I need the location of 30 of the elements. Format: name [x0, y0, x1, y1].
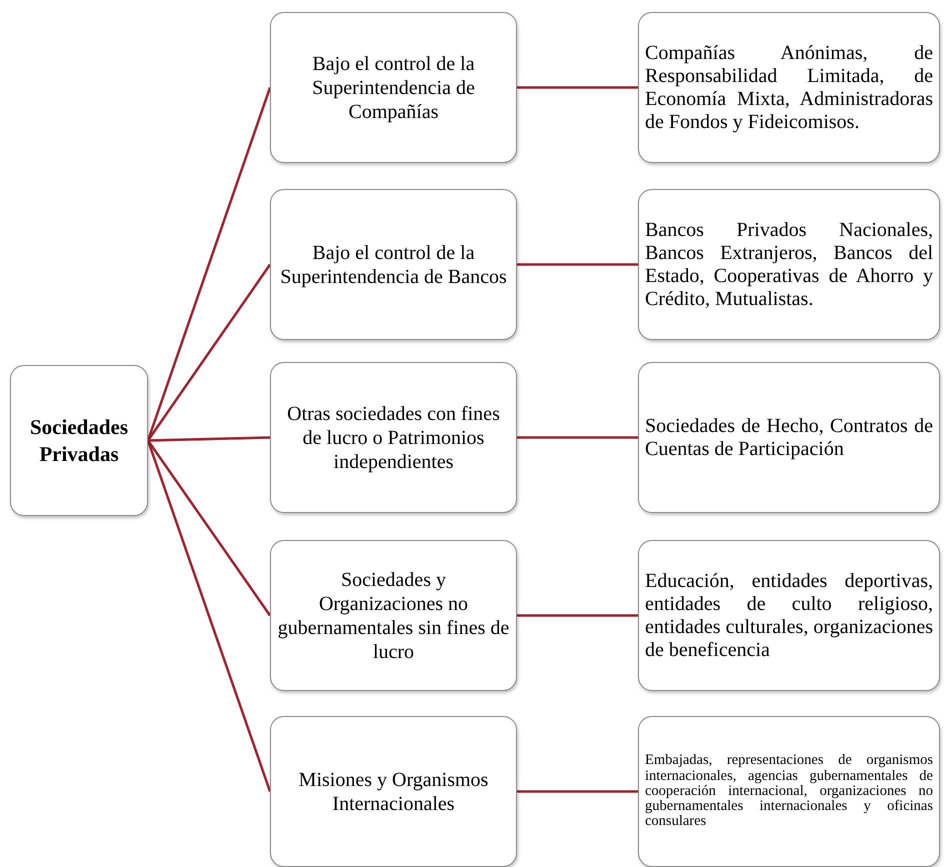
box-text: Misiones y Organismos Internacionales [298, 768, 490, 816]
rounded-box [638, 716, 940, 867]
connector-line [517, 614, 638, 617]
rounded-box [270, 12, 517, 163]
box-text: Sociedades Privadas [28, 414, 129, 467]
connector-line [517, 86, 638, 89]
box-text: Otras sociedades con fines de lucro o Patrimonios independientes [286, 402, 501, 474]
rounded-box [270, 189, 517, 340]
box-text: Educación, entidades deportivas, entidades de culto religioso, entidades culturales, organizaciones de beneficencia [645, 570, 933, 662]
connector-line [517, 436, 638, 439]
box-text: Compañías Anónimas, de Responsabilidad Limitada, de Economía Mixta, Administradoras de Fondos y Fideicomisos. [645, 42, 933, 134]
rounded-box [638, 12, 940, 163]
box-text: Bajo el control de la Superintendencia de Bancos [279, 240, 508, 288]
rounded-box [270, 540, 517, 691]
box-text: Bancos Privados Nacionales, Bancos Extranjeros, Bancos del Estado, Cooperativas de Ahorro y Crédito, Mutualistas. [645, 218, 933, 310]
connector-line [517, 790, 638, 793]
box-text: Embajadas, representaciones de organismos internacionales, agencias gubernamentales de cooperación internacional, organizaciones no gubernamentales internacionales y oficinas consulares [645, 753, 933, 830]
box-text: Bajo el control de la Superintendencia de Compañías [311, 52, 476, 124]
rounded-box [638, 189, 940, 340]
box-text: Sociedades de Hecho, Contratos de Cuentas de Participación [645, 414, 933, 460]
rounded-box [638, 362, 940, 513]
connector-line [146, 264, 272, 442]
connector-line [517, 263, 638, 266]
rounded-box [270, 716, 517, 867]
rounded-box [638, 540, 940, 691]
connector-line [146, 440, 272, 616]
rounded-box [10, 365, 148, 516]
rounded-box [270, 362, 517, 513]
box-text: Sociedades y Organizaciones no gubernamentales sin fines de lucro [277, 568, 510, 664]
connector-line [148, 436, 270, 442]
